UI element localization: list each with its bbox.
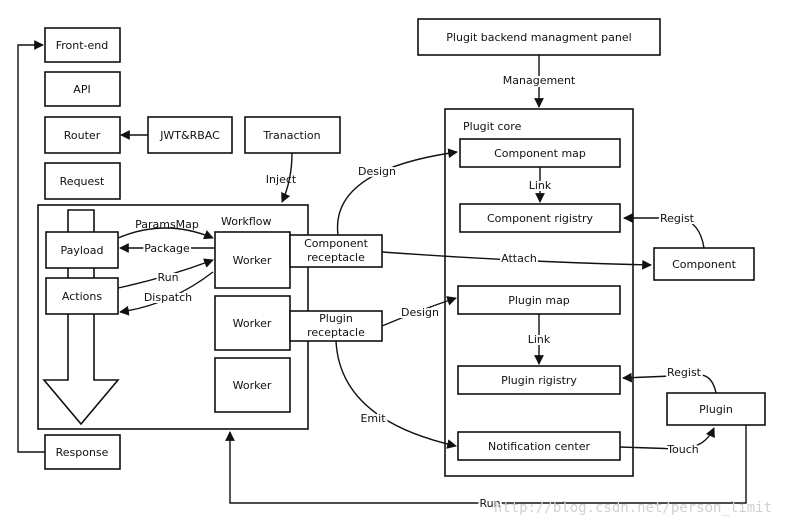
response-box: [44, 434, 121, 470]
backend-panel-box: [417, 18, 661, 56]
response-label: Response: [56, 446, 109, 459]
component-map-box: [459, 138, 621, 168]
regist-plugin-arrow: [622, 372, 717, 394]
notification-center-box: [457, 431, 621, 461]
plugin-registry-label: Plugin rigistry: [501, 374, 577, 387]
plugin-receptacle-line1: Plugin: [319, 312, 353, 325]
tranaction-label: Tranaction: [262, 129, 320, 142]
run-inner-label: Run: [157, 271, 178, 284]
emit-label: Emit: [360, 412, 386, 425]
jwt-rbac-box: [147, 116, 233, 154]
frontend-label: Front-end: [56, 39, 109, 52]
plugin-map-box: [457, 285, 621, 315]
component-receptacle-line1: Component: [304, 237, 369, 250]
api-label: API: [73, 83, 90, 96]
regist-component-label: Regist: [660, 212, 695, 225]
plugin-receptacle-line2: receptacle: [307, 326, 365, 339]
component-receptacle-box: [289, 234, 383, 268]
watermark-text: http://blog.csdn.net/person_limit: [494, 500, 772, 516]
plugit-core-title: Plugit core: [463, 120, 522, 133]
attach-label: Attach: [501, 252, 537, 265]
package-label: Package: [144, 242, 190, 255]
router-box: [44, 116, 121, 154]
dispatch-label: Dispatch: [144, 291, 192, 304]
worker-1-label: Worker: [233, 254, 272, 267]
inject-label: Inject: [266, 173, 297, 186]
payload-label: Payload: [61, 244, 104, 257]
response-to-frontend-arrow: [17, 40, 45, 453]
request-box: [44, 162, 121, 200]
emit-arrow: [335, 340, 457, 449]
component-map-label: Component map: [494, 147, 586, 160]
actions-box: [45, 277, 119, 315]
actions-label: Actions: [62, 290, 102, 303]
plugin-label: Plugin: [699, 403, 733, 416]
link-bottom-label: Link: [528, 333, 551, 346]
notification-center-label: Notification center: [488, 440, 590, 453]
plugin-receptacle-box: [289, 310, 383, 342]
component-registry-box: [459, 203, 621, 233]
design-bottom-arrow: [381, 296, 457, 327]
worker-3-box: [214, 357, 291, 413]
inject-arrow: [281, 152, 293, 203]
component-box: [653, 247, 755, 281]
request-label: Request: [60, 175, 105, 188]
worker-3-label: Worker: [233, 379, 272, 392]
frontend-box: [44, 27, 121, 63]
run-bottom-arrow: [225, 425, 747, 504]
params-map-label: ParamsMap: [135, 218, 199, 231]
component-label: Component: [672, 258, 737, 271]
jwt-rbac-label: JWT&RBAC: [159, 129, 220, 142]
component-registry-label: Component rigistry: [487, 212, 594, 225]
attach-arrow: [381, 251, 652, 270]
plugin-map-label: Plugin map: [508, 294, 570, 307]
run-bottom-label: Run: [479, 497, 500, 510]
worker-2-box: [214, 295, 291, 351]
workflow-title: Workflow: [221, 215, 272, 228]
regist-plugin-label: Regist: [667, 366, 702, 379]
regist-component-arrow: [623, 213, 705, 249]
tranaction-box: [244, 116, 341, 154]
link-top-label: Link: [529, 179, 552, 192]
management-label: Management: [503, 74, 576, 87]
plugin-registry-box: [457, 365, 621, 395]
backend-panel-label: Plugit backend managment panel: [446, 31, 631, 44]
design-top-label: Design: [358, 165, 396, 178]
touch-label: Touch: [666, 443, 699, 456]
design-top-arrow: [336, 148, 458, 236]
params-map-arrow: [117, 227, 214, 240]
component-receptacle-line2: receptacle: [307, 251, 365, 264]
dispatch-arrow: [119, 271, 214, 316]
api-box: [44, 71, 121, 107]
payload-box: [45, 231, 119, 269]
touch-arrow: [619, 427, 715, 450]
design-bottom-label: Design: [401, 306, 439, 319]
router-label: Router: [64, 129, 101, 142]
worker-2-label: Worker: [233, 317, 272, 330]
run-inner-arrow: [117, 258, 214, 289]
